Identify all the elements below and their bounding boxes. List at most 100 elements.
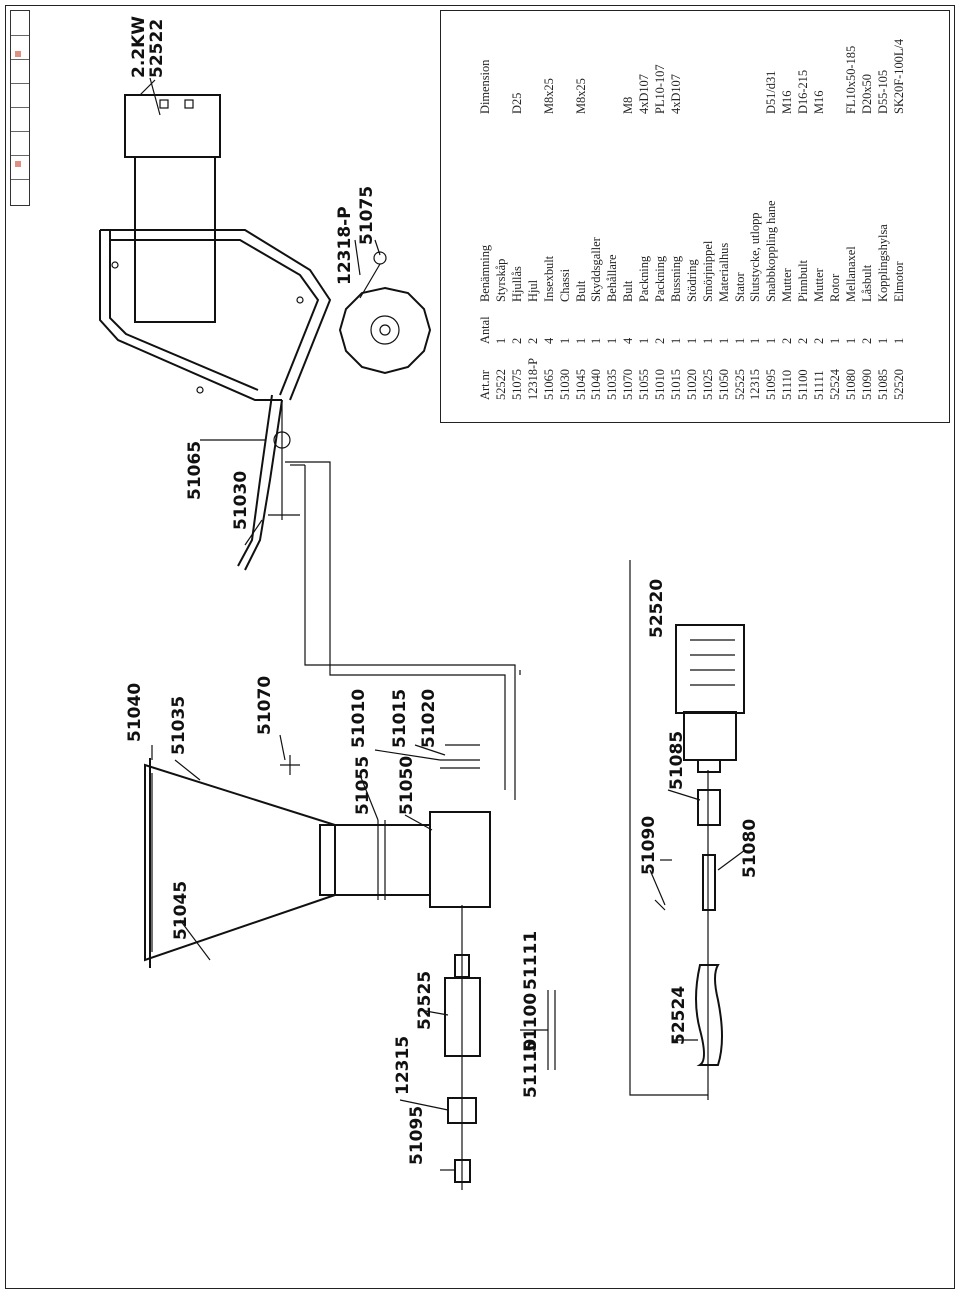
part-antal: 1 [748, 337, 763, 344]
part-art-nr: 51045 [573, 369, 588, 400]
part-benamning: Kopplingshylsa [875, 224, 890, 302]
header-art-nr: Art.nr [478, 370, 492, 400]
callout-51030: 51030 [231, 471, 251, 530]
part-dimension: M8x25 [573, 78, 588, 114]
part-antal: 4 [621, 337, 636, 344]
part-benamning: Mutter [812, 268, 826, 302]
parts-row: 51050 1 Materialhus [716, 10, 731, 400]
parts-row: 52520 1 Elmotor SK20F-100L/4 [891, 10, 906, 400]
hopper [144, 758, 491, 968]
part-benamning: Smörjnippel [700, 240, 715, 302]
parts-list-box [440, 10, 950, 423]
part-dimension: D51/d31 [764, 70, 779, 114]
part-benamning: Packning [653, 255, 667, 302]
part-dimension: M16 [780, 90, 795, 114]
part-dimension: D20x50 [859, 74, 874, 114]
part-antal: 1 [732, 337, 747, 344]
part-antal: 2 [780, 337, 795, 344]
part-antal: 1 [716, 337, 731, 344]
part-art-nr: 52524 [827, 369, 842, 400]
part-benamning: Stödring [684, 259, 699, 302]
part-benamning: Pinnbult [796, 260, 811, 302]
control-cabinet [124, 79, 221, 323]
part-benamning: Bussning [668, 255, 683, 302]
parts-row: 51070 4 Bult M8 [621, 10, 636, 400]
part-art-nr: 51050 [716, 369, 731, 400]
part-antal: 2 [509, 337, 524, 344]
part-art-nr: 52520 [891, 369, 906, 400]
part-dimension: M8 [621, 96, 636, 114]
part-benamning: Insexbult [541, 255, 556, 302]
part-benamning: Packning [637, 255, 652, 302]
title-block-strip [10, 10, 30, 206]
callout-51065: 51065 [185, 441, 205, 500]
part-antal: 1 [684, 337, 699, 344]
part-dimension: 4xD107 [637, 74, 652, 114]
wheel [338, 251, 432, 375]
part-antal: 4 [541, 337, 556, 344]
part-art-nr: 51080 [843, 369, 858, 400]
part-dimension: FL10x50-185 [843, 45, 858, 114]
callout-51110: 51110 [521, 1039, 541, 1098]
part-dimension: PL10-107 [653, 64, 667, 114]
part-art-nr: 52522 [494, 369, 508, 400]
title-mark [15, 51, 21, 57]
callout-52524: 52524 [669, 986, 689, 1045]
part-art-nr: 51075 [509, 369, 524, 400]
part-antal: 2 [859, 337, 874, 344]
part-dimension: D16-215 [796, 69, 811, 114]
callout-12318p: 12318-P [335, 206, 355, 285]
drawing-frame [5, 5, 955, 1289]
part-benamning: Bult [621, 280, 636, 302]
part-benamning: Bult [573, 280, 588, 302]
part-art-nr: 51070 [621, 369, 636, 400]
callout-51055: 51055 [353, 756, 373, 815]
header-antal: Antal [478, 316, 492, 344]
callout-51050: 51050 [397, 756, 417, 815]
drive-shaft [695, 770, 723, 1100]
part-dimension: SK20F-100L/4 [891, 38, 906, 114]
part-antal: 1 [494, 337, 508, 344]
part-art-nr: 51025 [700, 369, 715, 400]
part-antal: 1 [891, 337, 906, 344]
part-antal: 2 [525, 337, 540, 344]
part-benamning: Elmotor [891, 261, 906, 302]
callout-51020: 51020 [419, 689, 439, 748]
callout-labels: 2.2KW 52522 12318-P 51075 51065 51030 52… [125, 16, 760, 1165]
part-dimension: D25 [509, 92, 524, 114]
header-dimension: Dimension [478, 59, 492, 114]
callout-51085: 51085 [667, 731, 687, 790]
part-benamning: Slutstycke, utlopp [748, 212, 763, 303]
part-antal: 1 [605, 337, 620, 344]
part-benamning: Materialhus [716, 242, 731, 302]
part-art-nr: 51055 [637, 369, 652, 400]
callout-51010: 51010 [349, 689, 369, 748]
title-mark [15, 161, 21, 167]
callout-51035: 51035 [169, 696, 189, 755]
part-antal: 1 [843, 337, 858, 344]
part-art-nr: 12318-P [525, 358, 540, 400]
callout-51111: 51111 [521, 931, 541, 990]
part-benamning: Låsbult [859, 264, 874, 302]
callout-51090: 51090 [639, 816, 659, 875]
part-art-nr: 52525 [732, 369, 747, 400]
callout-52525: 52525 [415, 971, 435, 1030]
part-antal: 1 [764, 337, 779, 344]
part-art-nr: 51100 [796, 369, 811, 400]
part-benamning: Snabbkoppling hane [764, 200, 779, 302]
